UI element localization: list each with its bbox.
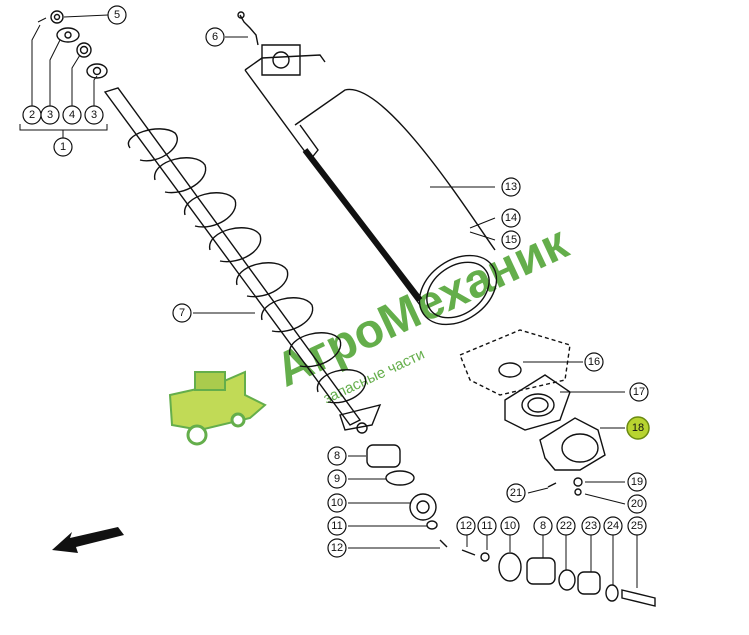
- svg-text:13: 13: [505, 181, 517, 193]
- callout-7: 7: [172, 303, 192, 323]
- svg-text:8: 8: [334, 450, 340, 462]
- svg-text:10: 10: [504, 520, 516, 532]
- svg-text:11: 11: [331, 520, 342, 532]
- callout-1: 1: [53, 137, 73, 157]
- svg-text:21: 21: [510, 487, 522, 499]
- callout-21: 21: [506, 483, 526, 503]
- svg-text:6: 6: [212, 31, 218, 43]
- callout-14: 14: [501, 208, 521, 228]
- callout-15: 15: [501, 230, 521, 250]
- callout-13: 13: [501, 177, 521, 197]
- callout-24: 24: [603, 516, 623, 536]
- callout-19: 19: [627, 472, 647, 492]
- svg-text:15: 15: [505, 234, 517, 246]
- callout-10: 10: [327, 493, 347, 513]
- svg-text:19: 19: [631, 476, 643, 488]
- svg-text:3: 3: [47, 109, 53, 121]
- callout-5: 5: [107, 5, 127, 25]
- svg-text:16: 16: [588, 356, 600, 368]
- bearing-assembly-parts: [37, 10, 108, 79]
- svg-text:23: 23: [585, 520, 597, 532]
- callout-11: 11: [477, 516, 497, 536]
- callout-12: 12: [327, 538, 347, 558]
- callout-6: 6: [205, 27, 225, 47]
- svg-text:3: 3: [91, 109, 97, 121]
- callout-9: 9: [327, 469, 347, 489]
- callout-4: 4: [62, 105, 82, 125]
- direction-arrow-icon: [52, 527, 124, 553]
- auger-tube: [244, 44, 498, 326]
- gearbox-parts: [459, 329, 606, 496]
- svg-text:4: 4: [69, 109, 75, 121]
- combine-harvester-icon: [168, 370, 267, 446]
- callout-16: 16: [584, 352, 604, 372]
- svg-text:5: 5: [114, 9, 120, 21]
- callout-3: 3: [40, 105, 60, 125]
- svg-text:12: 12: [331, 542, 343, 554]
- watermark-brand: АгроМеханик: [268, 216, 577, 398]
- svg-text:22: 22: [560, 520, 572, 532]
- bolt-part-6: [237, 11, 259, 46]
- callout-18-highlighted[interactable]: 18: [626, 416, 650, 440]
- left-exploded-parts: [366, 444, 448, 548]
- svg-text:2: 2: [29, 109, 35, 121]
- callout-3: 3: [84, 105, 104, 125]
- callout-2: 2: [22, 105, 42, 125]
- svg-text:8: 8: [540, 520, 546, 532]
- callout-8: 8: [327, 446, 347, 466]
- svg-text:14: 14: [505, 212, 517, 224]
- callout-11: 11: [327, 516, 347, 536]
- callout-12: 12: [456, 516, 476, 536]
- auger: [103, 87, 382, 434]
- callout-17: 17: [629, 382, 649, 402]
- svg-text:9: 9: [334, 473, 340, 485]
- callout-22: 22: [556, 516, 576, 536]
- svg-text:20: 20: [631, 498, 643, 510]
- svg-text:11: 11: [481, 520, 492, 532]
- callout-25: 25: [627, 516, 647, 536]
- svg-text:7: 7: [179, 307, 185, 319]
- svg-text:25: 25: [631, 520, 643, 532]
- svg-text:24: 24: [607, 520, 619, 532]
- callout-10: 10: [500, 516, 520, 536]
- svg-text:17: 17: [633, 386, 645, 398]
- svg-text:10: 10: [331, 497, 343, 509]
- callout-20: 20: [627, 494, 647, 514]
- svg-text:1: 1: [60, 141, 66, 153]
- callout-23: 23: [581, 516, 601, 536]
- callout-8: 8: [533, 516, 553, 536]
- svg-text:12: 12: [460, 520, 472, 532]
- bottom-exploded-parts: [461, 549, 656, 607]
- svg-text:18: 18: [632, 422, 644, 434]
